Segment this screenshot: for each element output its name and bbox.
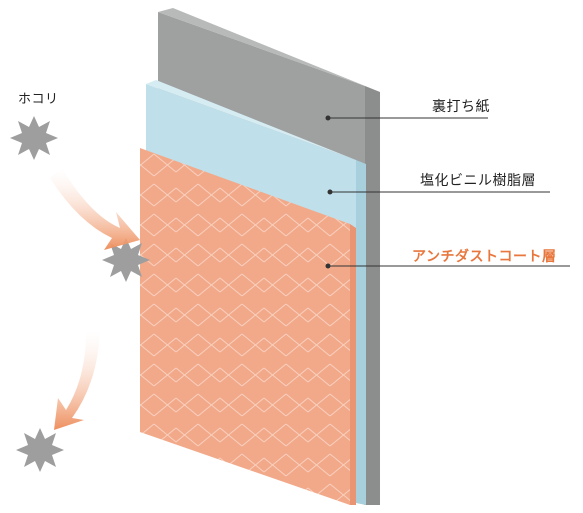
bounce-arrow-icon <box>54 330 100 430</box>
layer-label-backing: 裏打ち紙 <box>432 99 490 115</box>
antidust-coat-layer <box>140 148 356 505</box>
bounce-arrow-icon <box>50 168 140 250</box>
dust-particle-icon <box>10 116 58 160</box>
dust-particle-icon <box>16 428 64 472</box>
leader-dot-backing <box>325 115 331 121</box>
leader-dot-antidust <box>325 263 331 269</box>
arrows <box>50 168 140 430</box>
dust-label: ホコリ <box>18 92 59 107</box>
leader-dot-pvc <box>327 189 333 195</box>
layer-label-antidust: アンチダストコート層 <box>412 249 557 265</box>
layer-label-pvc: 塩化ビニル樹脂層 <box>420 173 536 189</box>
dust-particle-icon <box>102 238 150 282</box>
leader-lines <box>325 115 570 269</box>
dust-particles <box>10 116 150 472</box>
